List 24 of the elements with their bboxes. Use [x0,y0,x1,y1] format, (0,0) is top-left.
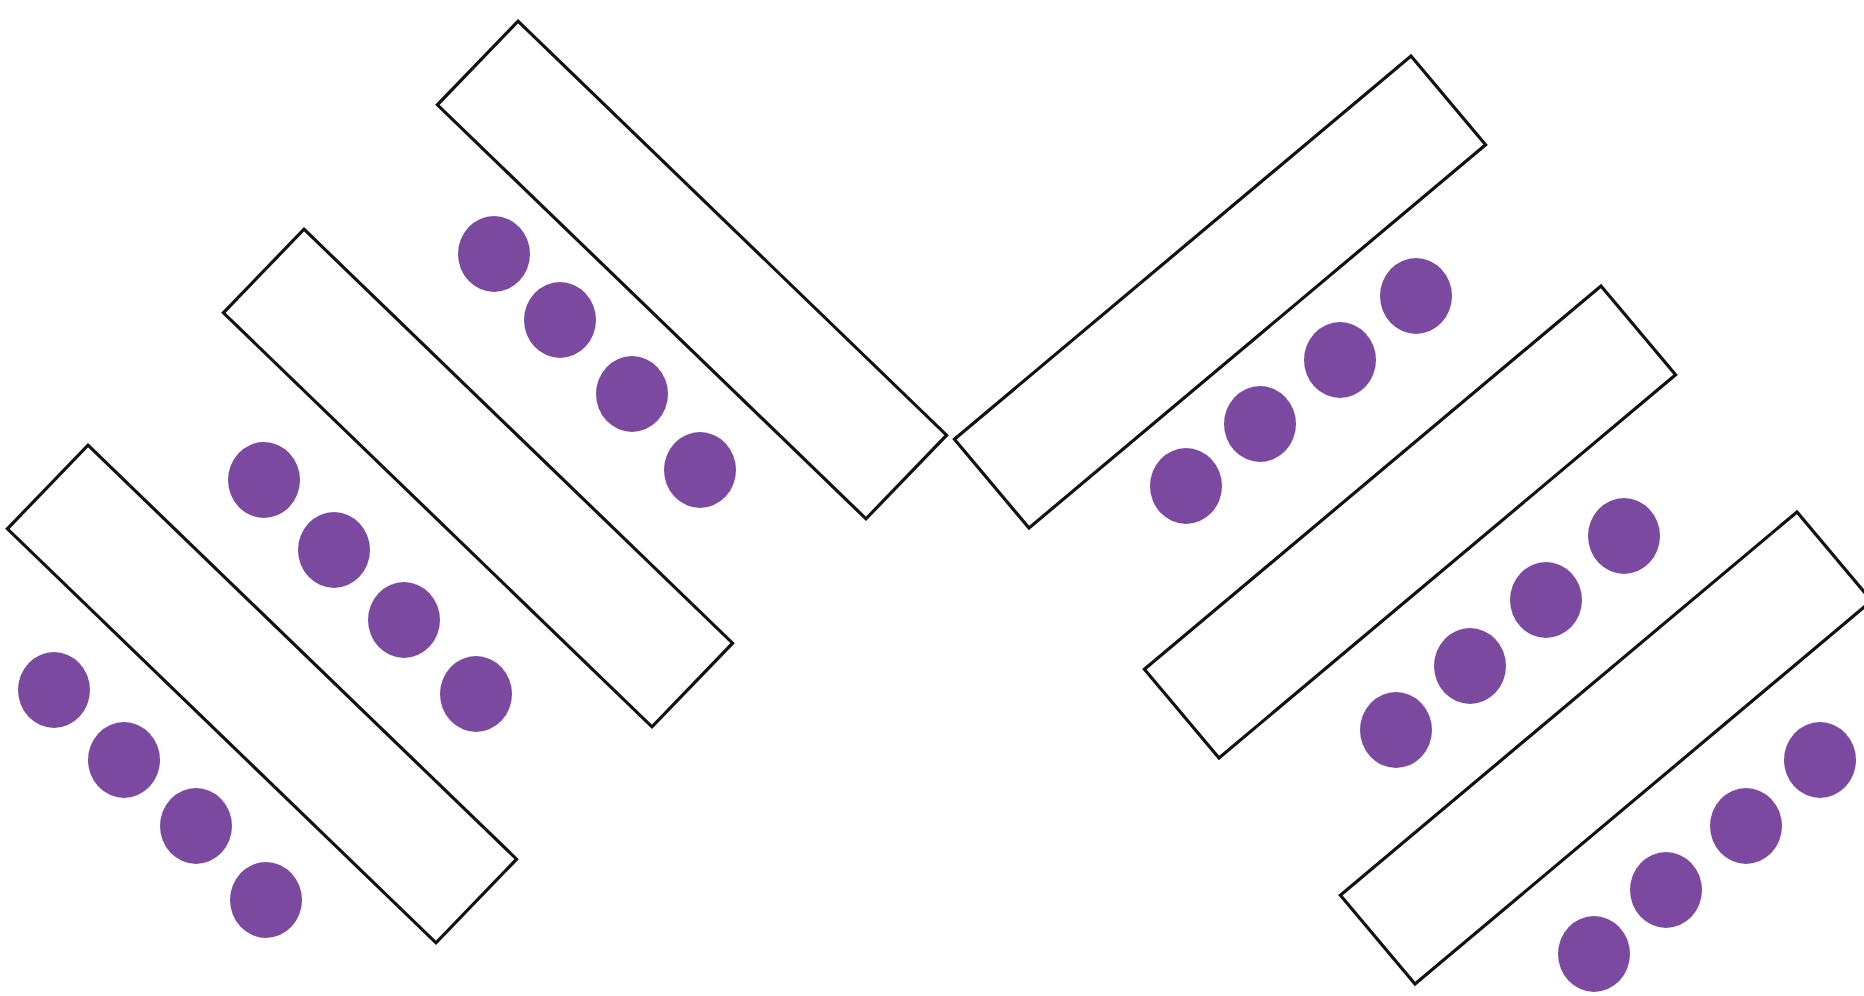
dot [1630,852,1702,928]
dot [1588,498,1660,574]
dot [228,442,300,518]
dot [18,652,90,728]
dot [1710,788,1782,864]
dot [160,788,232,864]
dot [298,512,370,588]
dot [1360,692,1432,768]
dot [664,432,736,508]
dot [1150,448,1222,524]
dot [1380,258,1452,334]
dot [88,722,160,798]
dot [1558,916,1630,992]
dot [1224,386,1296,462]
dot [524,282,596,358]
dot [458,216,530,292]
dot [230,862,302,938]
dot [1784,722,1856,798]
dot [596,356,668,432]
dot [1434,628,1506,704]
dot [368,582,440,658]
dot [440,656,512,732]
dot [1304,322,1376,398]
dot [1510,562,1582,638]
